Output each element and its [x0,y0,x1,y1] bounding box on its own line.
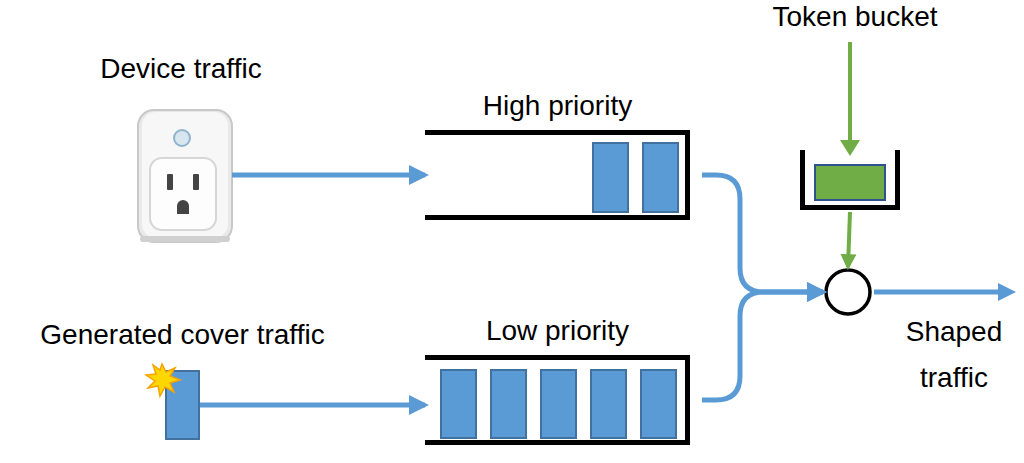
cover-packet-source: Generated cover traffic [165,370,200,440]
node-label: Shaped traffic [889,309,1019,401]
token [815,165,885,200]
output-arrow [874,283,1016,301]
node-label: High priority [425,89,690,123]
circle-outline [823,267,873,317]
token-bucket: Token bucket [800,150,900,210]
queue-box: High priority [425,130,690,220]
node-label: Low priority [425,314,690,348]
queued-packets-high [593,143,678,212]
flow-arrow [702,292,823,400]
flow-arrow [848,212,850,267]
flow-arrow [232,173,425,178]
scheduler-circle: Shaped traffic [823,267,873,317]
queued-packets-low [441,370,676,438]
node-label: Generated cover traffic [0,318,380,352]
node-label: Device traffic [60,52,302,86]
flow-arrow [702,175,823,292]
spark-symbol [146,364,180,396]
flow-arrow [200,403,425,408]
node-label: Token bucket [745,0,965,34]
queue-box: Low priority [425,355,690,445]
token-flow [815,42,885,200]
device-icon: Device traffic [130,108,232,242]
smart-plug-illustration [138,110,232,242]
